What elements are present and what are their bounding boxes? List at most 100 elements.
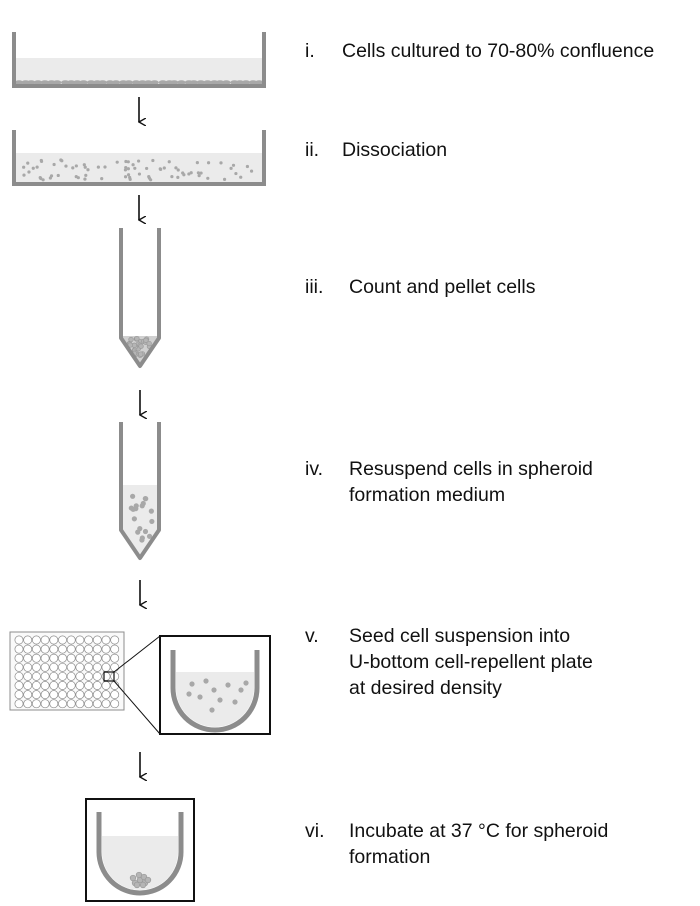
dissociated-cell — [195, 161, 199, 165]
seeded-cell — [243, 680, 249, 686]
dissociated-cell — [74, 164, 78, 168]
dissociated-cell — [245, 164, 250, 169]
dissociated-cell — [56, 173, 60, 178]
confluent-cell — [215, 80, 225, 85]
plate-well — [75, 653, 85, 663]
plate-well — [66, 635, 76, 645]
plate-well — [84, 662, 94, 672]
plate-well — [58, 653, 67, 663]
dissociated-cell — [22, 173, 26, 177]
plate-well — [84, 681, 94, 690]
dissociated-cell — [136, 159, 141, 163]
plate-well — [14, 699, 24, 709]
dissociated-cell — [64, 164, 68, 168]
dissociated-cell — [159, 167, 163, 171]
confluent-cell — [66, 80, 76, 85]
plate-well — [49, 635, 59, 645]
dissociated-cell — [115, 160, 119, 164]
plate-well — [14, 653, 24, 663]
plate-well — [92, 699, 102, 709]
plate-wells — [14, 635, 120, 709]
dissociated-cell — [100, 177, 104, 181]
seeded-cell — [197, 694, 203, 700]
zoom-line-bottom — [113, 680, 161, 735]
plate-well — [75, 671, 85, 681]
dissociated-cell — [74, 175, 78, 179]
confluent-cell — [98, 80, 107, 85]
dissociated-cell — [234, 171, 238, 176]
dissociated-cell — [229, 166, 233, 170]
plate-well — [84, 653, 94, 663]
plate-well — [66, 653, 76, 663]
dissociated-cell — [174, 166, 178, 170]
plate-well — [31, 644, 41, 654]
dissociated-cell — [176, 175, 180, 179]
plate-well — [101, 690, 111, 700]
plate-well — [40, 644, 50, 654]
plate-well — [92, 671, 102, 681]
u-bottom-well-seeded — [159, 635, 271, 735]
plate-well — [49, 644, 59, 654]
plate-well — [66, 644, 76, 654]
dissociated-cell — [26, 161, 30, 165]
plate-well — [101, 653, 111, 663]
dissociated-cell — [123, 168, 128, 172]
plate-well — [101, 699, 111, 709]
pellet-cell — [128, 336, 134, 343]
dissociated-cell — [71, 166, 75, 170]
plate-well — [58, 662, 67, 672]
plate-well — [14, 635, 24, 645]
dissociated-cell — [124, 165, 128, 170]
plate-well — [40, 699, 50, 709]
step-iii-numeral: iii. — [305, 276, 324, 298]
plate-well — [92, 653, 102, 663]
confluent-cell — [158, 80, 168, 85]
dissociated-cell — [239, 175, 243, 179]
cell-pellet — [126, 335, 153, 358]
highlighted-well-box — [103, 671, 115, 682]
confluent-cell — [170, 80, 179, 85]
suspended-cell — [133, 506, 139, 512]
confluent-cell — [27, 80, 36, 85]
suspended-cell — [139, 503, 145, 509]
step-v-numeral: v. — [305, 625, 319, 647]
step-i-label: i.Cells cultured to 70-80% confluence — [305, 38, 654, 64]
plate-well — [58, 635, 67, 645]
confluent-cell — [124, 80, 134, 85]
confluent-cell — [177, 80, 186, 85]
plate-well — [23, 671, 33, 681]
plate-well — [92, 690, 102, 700]
seeded-cell — [232, 699, 238, 705]
plate-well — [75, 681, 85, 690]
plate-well — [14, 662, 24, 672]
plate-well — [49, 699, 59, 709]
confluent-cell — [61, 80, 70, 85]
step-iii-label: iii.Count and pellet cells — [305, 274, 535, 300]
suspended-cell — [142, 495, 148, 502]
plate-well — [66, 690, 76, 700]
confluent-cell — [131, 80, 141, 85]
dissociated-cell — [249, 169, 254, 173]
plate-well — [110, 662, 120, 672]
dissociated-cell — [123, 175, 128, 179]
plate-well — [75, 635, 85, 645]
plate-well — [31, 681, 41, 690]
plate-well — [14, 681, 24, 690]
plate-well — [92, 662, 102, 672]
step-v-text-line-2: U-bottom cell-repellent plate — [349, 651, 593, 673]
plate-well — [66, 662, 76, 672]
plate-well — [110, 644, 120, 654]
plate-well — [84, 644, 94, 654]
plate-well — [23, 662, 33, 672]
dissociated-cell — [219, 161, 223, 165]
spheroid-cell — [133, 881, 141, 889]
confluent-cell — [79, 80, 88, 85]
step-ii-numeral: ii. — [305, 139, 320, 161]
dissociated-cell — [27, 170, 31, 174]
confluent-cell — [52, 80, 62, 85]
dissociated-cell — [176, 168, 180, 172]
dissociated-cell — [162, 166, 166, 170]
confluent-cell — [203, 80, 212, 85]
dissociated-cell — [151, 158, 155, 163]
